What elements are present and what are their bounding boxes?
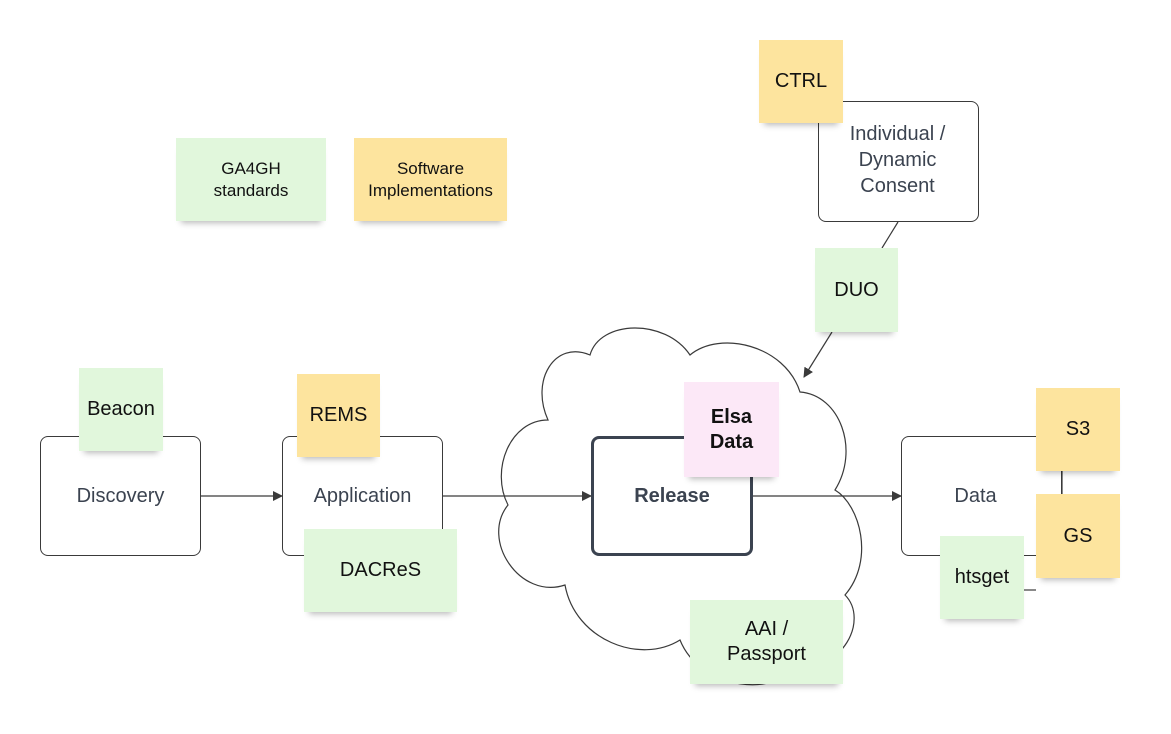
- duo-label: DUO: [834, 278, 879, 301]
- application-label: Application: [313, 485, 412, 507]
- elsa-data-note: Elsa Data: [684, 382, 779, 477]
- beacon-label: Beacon: [87, 398, 155, 420]
- rems-label: REMS: [309, 404, 368, 426]
- data-label: Data: [954, 485, 997, 507]
- dacres-note: DACReS: [304, 529, 457, 612]
- aai-passport-note: AAI / Passport: [690, 600, 843, 684]
- release-label: Release: [634, 485, 710, 507]
- beacon-note: Beacon: [79, 368, 163, 451]
- gs-label: GS: [1063, 524, 1093, 547]
- legend-implementations-note: Software Implementations: [354, 138, 507, 221]
- discovery-box: Discovery: [40, 436, 201, 556]
- legend-implementations-label: Software Implementations: [368, 158, 493, 200]
- arrow-duo-to-cloud: [803, 331, 833, 378]
- consent-box: Individual / Dynamic Consent: [818, 101, 979, 222]
- aai-passport-label: AAI / Passport: [727, 618, 806, 665]
- gs-note: GS: [1036, 494, 1120, 578]
- elsa-data-label: Elsa Data: [709, 405, 754, 453]
- legend-standards-label: GA4GH standards: [213, 158, 289, 200]
- ctrl-note: CTRL: [759, 40, 843, 123]
- htsget-label: htsget: [954, 566, 1010, 588]
- consent-label: Individual / Dynamic Consent: [849, 122, 946, 197]
- discovery-label: Discovery: [76, 485, 165, 507]
- s3-label: S3: [1065, 418, 1091, 440]
- line-consent-to-duo: [881, 221, 899, 249]
- ctrl-label: CTRL: [774, 70, 828, 92]
- htsget-note: htsget: [940, 536, 1024, 619]
- duo-note: DUO: [815, 248, 898, 332]
- rems-note: REMS: [297, 374, 380, 457]
- legend-standards-note: GA4GH standards: [176, 138, 326, 221]
- s3-note: S3: [1036, 388, 1120, 471]
- dacres-label: DACReS: [339, 559, 422, 581]
